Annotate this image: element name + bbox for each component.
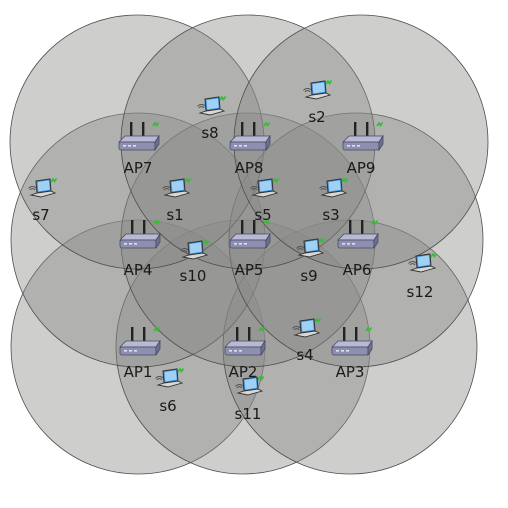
station-label-s1: s1 (166, 206, 183, 224)
station-label-s12: s12 (407, 283, 434, 301)
access-point-label-ap8: AP8 (235, 159, 264, 177)
access-point-label-ap4: AP4 (124, 261, 153, 279)
access-point-label-ap6: AP6 (343, 261, 372, 279)
station-label-s6: s6 (159, 397, 176, 415)
station-label-s10: s10 (180, 267, 207, 285)
access-point-label-ap1: AP1 (124, 363, 153, 381)
access-point-label-ap2: AP2 (229, 363, 258, 381)
station-label-s4: s4 (296, 346, 313, 364)
station-label-s2: s2 (308, 108, 325, 126)
station-label-s8: s8 (201, 124, 218, 142)
access-point-label-ap3: AP3 (336, 363, 365, 381)
station-label-s11: s11 (235, 405, 262, 423)
access-point-label-ap7: AP7 (124, 159, 153, 177)
station-label-s5: s5 (254, 206, 271, 224)
station-label-s9: s9 (300, 267, 317, 285)
station-label-s3: s3 (322, 206, 339, 224)
access-point-label-ap9: AP9 (347, 159, 376, 177)
access-point-label-ap5: AP5 (235, 261, 264, 279)
station-label-s7: s7 (32, 206, 49, 224)
